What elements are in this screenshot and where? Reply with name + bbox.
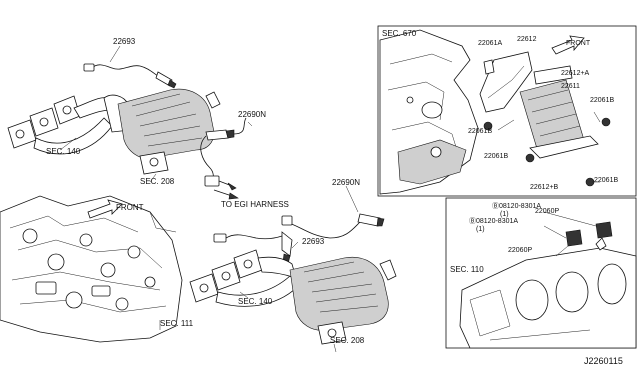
label-22061b-right-top: 22061B — [590, 97, 615, 104]
front-arrow-right — [551, 35, 585, 55]
upper-exhaust-assembly — [7, 45, 221, 183]
label-22690n-rh: 22690N — [238, 110, 267, 119]
egi-harness-arrow — [213, 189, 239, 200]
label-22061b-center: 22061B — [484, 153, 509, 160]
label-front-right: FRONT — [566, 40, 591, 47]
label-22612: 22612 — [517, 36, 537, 43]
panel-bracket-detail — [377, 25, 637, 197]
label-bolt-1-qty: (1) — [500, 211, 509, 218]
label-22612-plus-b: 22612+B — [530, 184, 559, 191]
label-sec-140-upper: SEC. 140 — [46, 147, 81, 156]
label-22690n-lh: 22690N — [332, 178, 361, 187]
label-sec-110: SEC. 110 — [450, 265, 484, 274]
label-sec-670: SEC. 670 — [382, 29, 417, 38]
label-22061b-left: 22061B — [468, 128, 493, 135]
label-22060p-bottom: 22060P — [508, 247, 533, 254]
lower-exhaust-assembly — [189, 185, 397, 353]
label-bolt-2-qty: (1) — [476, 226, 485, 233]
rh-air-fuel-sensor — [200, 117, 253, 191]
label-to-egi-harness: TO EGI HARNESS — [221, 200, 289, 209]
cylinder-block — [459, 247, 637, 349]
drawing-id: J2260115 — [584, 356, 623, 366]
label-22612-plus-a: 22612+A — [561, 70, 590, 77]
label-22693-lower: 22693 — [302, 237, 325, 246]
label-front-left: FRONT — [116, 203, 144, 212]
bracket-assembly — [479, 51, 611, 187]
label-sec-208-upper: SEC. 208 — [140, 177, 175, 186]
label-bolt-2: Ⓑ08120-8301A — [469, 218, 519, 225]
label-22060p-top: 22060P — [535, 208, 560, 215]
label-22693-upper: 22693 — [113, 37, 136, 46]
engine-assembly — [0, 195, 183, 343]
label-22611: 22611 — [561, 83, 580, 90]
label-sec-208-lower: SEC. 208 — [330, 336, 365, 345]
label-22061b-right-bottom: 22061B — [594, 177, 619, 184]
label-sec-111: SEC. 111 — [160, 319, 194, 328]
label-sec-140-lower: SEC. 140 — [238, 297, 273, 306]
firewall-body — [379, 29, 479, 195]
label-22061a: 22061A — [478, 40, 503, 47]
front-arrow-left — [87, 199, 123, 219]
label-bolt-1: Ⓑ08120-8301A — [492, 203, 542, 210]
knock-sensors — [543, 211, 613, 257]
